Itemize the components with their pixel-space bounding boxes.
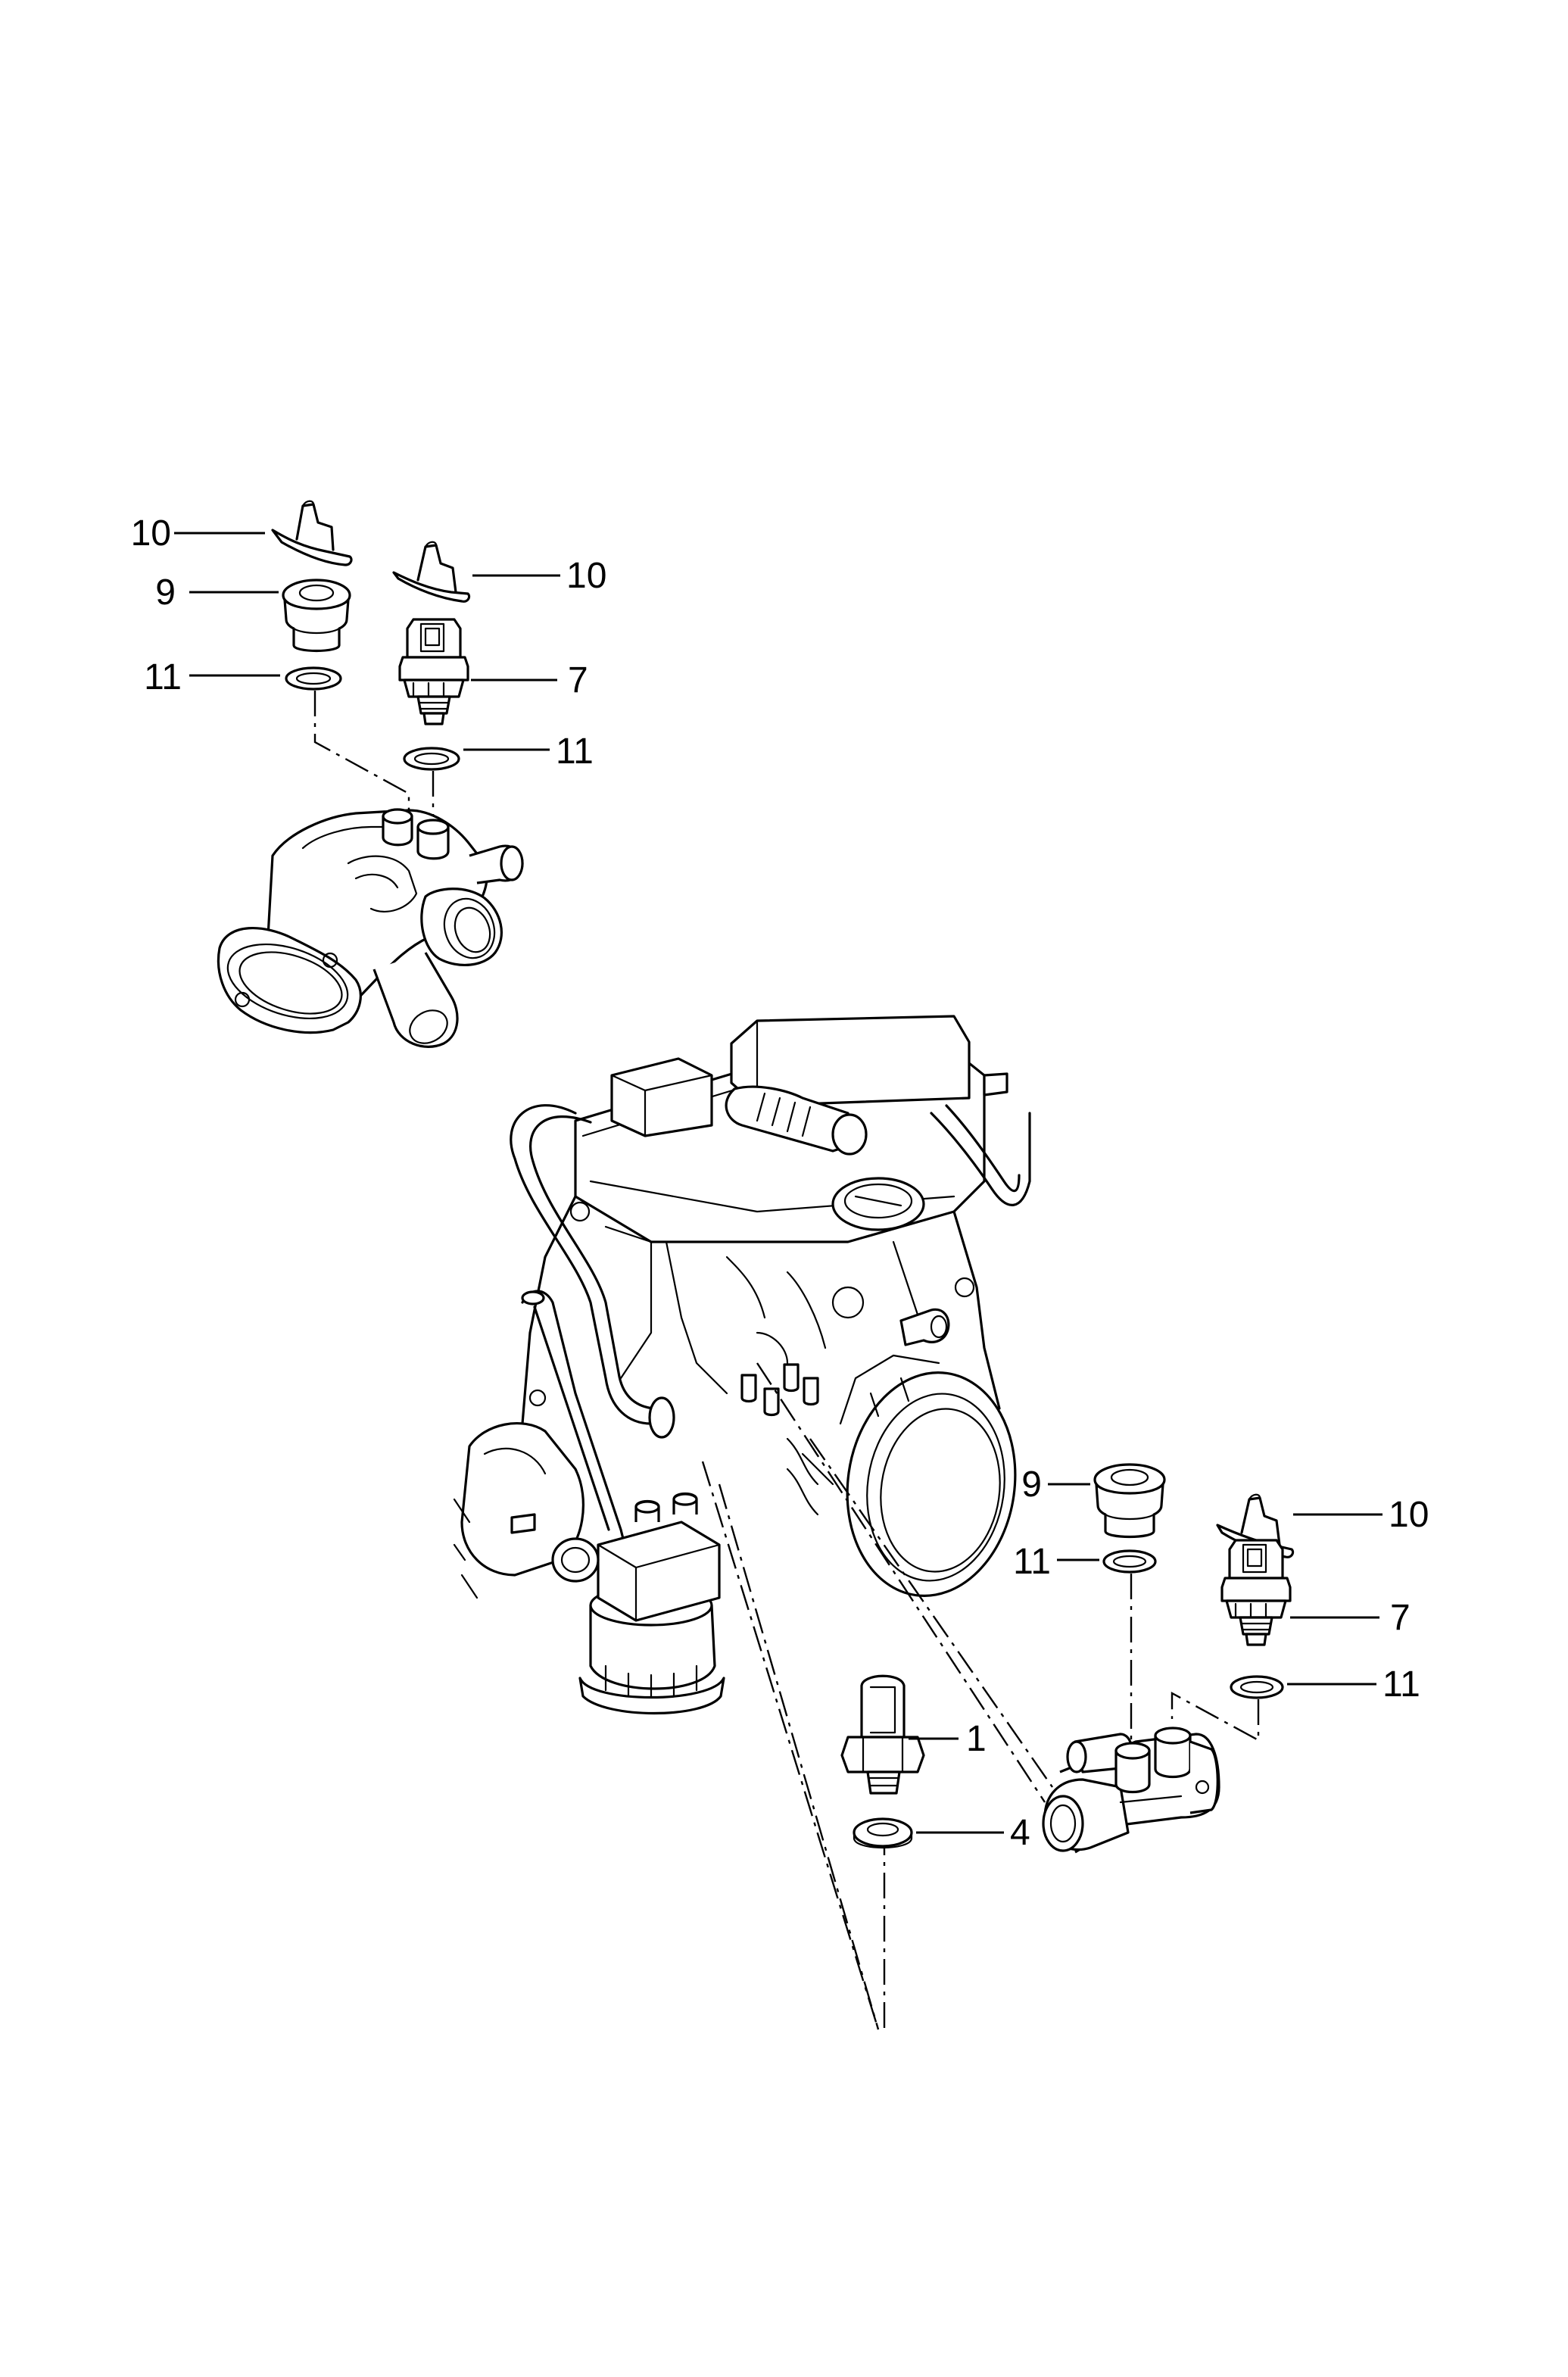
callout-4: 4 — [1010, 1813, 1030, 1853]
callout-11-upper-left: 11 — [144, 657, 182, 697]
callout-10-lower: 10 — [1389, 1495, 1429, 1535]
seal-ring-lower-right — [1230, 1675, 1284, 1699]
sealing-plug-left-upper — [282, 579, 351, 653]
callout-labels: 10 9 11 10 7 11 9 11 10 7 11 1 4 — [131, 513, 1429, 1853]
callout-11-lower-left: 11 — [1013, 1542, 1051, 1582]
engine-block — [453, 1015, 1031, 1714]
upper-left-assembly — [217, 500, 524, 1048]
temperature-sender-upper — [398, 618, 469, 725]
temperature-sender-lower — [1220, 1539, 1292, 1646]
callout-11-upper-right: 11 — [556, 732, 594, 772]
callout-10-upper-right: 10 — [566, 556, 606, 596]
sealing-plug-lower — [1093, 1463, 1166, 1539]
callout-10-upper-left: 10 — [131, 513, 171, 554]
callout-9-upper: 9 — [155, 572, 176, 613]
oil-pressure-switch — [840, 1674, 925, 1795]
callout-leaders — [174, 532, 1383, 1834]
callout-11-lower-right: 11 — [1383, 1664, 1420, 1705]
lower-right-assembly — [840, 1463, 1295, 1854]
retaining-clip-right-upper — [392, 541, 471, 603]
callout-9-lower: 9 — [1021, 1465, 1042, 1505]
seal-ring-right-upper — [403, 747, 460, 771]
seal-ring-left-upper — [285, 666, 342, 691]
retaining-clip-left-upper — [271, 500, 353, 566]
seal-ring-lower-left — [1102, 1549, 1157, 1574]
callout-7-lower: 7 — [1390, 1598, 1411, 1638]
callout-1: 1 — [966, 1719, 987, 1759]
coolant-flange-upper — [217, 808, 524, 1048]
callout-7-upper: 7 — [568, 660, 588, 700]
coolant-connector-lower — [1042, 1727, 1220, 1854]
